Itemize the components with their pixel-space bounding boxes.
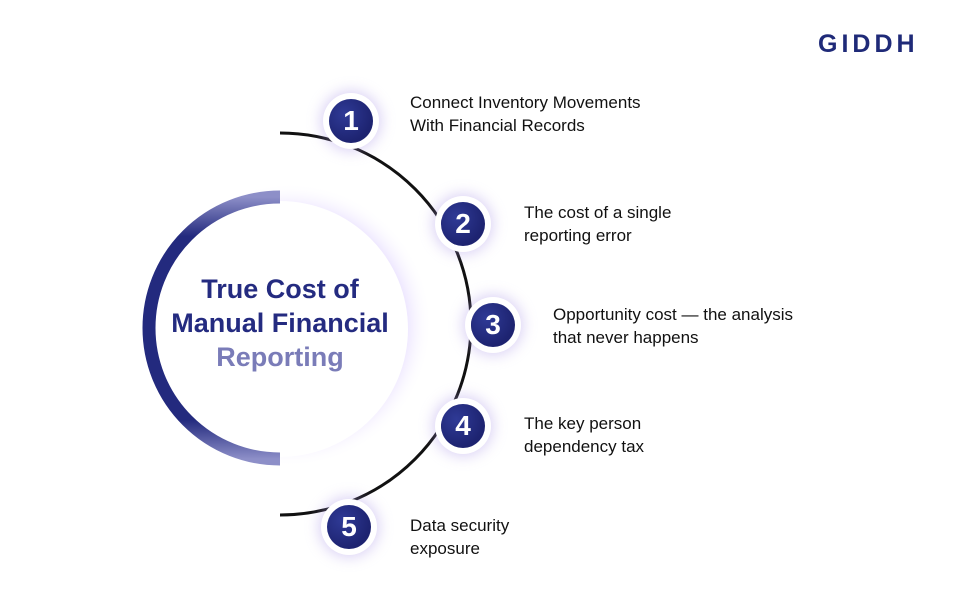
title-line-3: Reporting — [216, 342, 344, 372]
item-text: The cost of a single — [524, 203, 672, 222]
item-text: With Financial Records — [410, 116, 585, 135]
list-item-3: Opportunity cost — the analysis that nev… — [553, 303, 793, 349]
list-item-2: The cost of a single reporting error — [524, 201, 671, 247]
item-text: dependency tax — [524, 437, 645, 456]
item-text: The key person — [524, 414, 642, 433]
item-text: that never happens — [553, 328, 699, 347]
timeline-arc — [279, 131, 473, 517]
center-accent-arc — [142, 190, 281, 466]
number-badge-5: 5 — [327, 505, 371, 549]
number-badge-4: 4 — [441, 404, 485, 448]
item-text: Opportunity cost — the analysis — [553, 305, 794, 324]
number-badge-2: 2 — [441, 202, 485, 246]
center-title: True Cost of Manual Financial Reporting — [150, 272, 410, 374]
list-item-4: The key person dependency tax — [524, 412, 644, 458]
number-badge-3: 3 — [471, 303, 515, 347]
item-text: Data security — [410, 516, 510, 535]
item-text: Connect Inventory Movements — [410, 93, 641, 112]
list-item-1: Connect Inventory Movements With Financi… — [410, 91, 641, 137]
giddh-logo: GIDDH — [818, 30, 919, 58]
title-line-2: Manual Financial — [171, 308, 389, 338]
title-line-1: True Cost of — [201, 274, 359, 304]
number-badge-1: 1 — [329, 99, 373, 143]
center-circle — [152, 201, 408, 457]
item-text: reporting error — [524, 226, 632, 245]
item-text: exposure — [410, 539, 480, 558]
list-item-5: Data security exposure — [410, 514, 509, 560]
